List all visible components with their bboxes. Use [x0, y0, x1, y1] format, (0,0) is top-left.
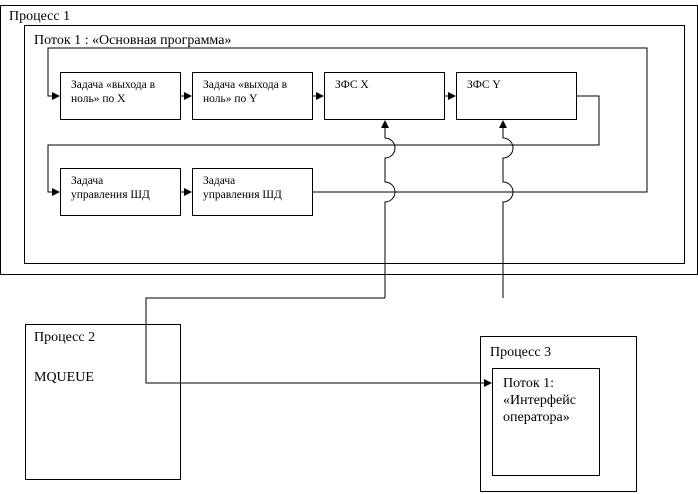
task-stepper-1-line-1: Задача	[71, 175, 104, 187]
task-stepper-1-line-2: управления ШД	[71, 189, 150, 201]
task-stepper-2-line-2: управления ШД	[203, 189, 282, 201]
process-3-thread-line-3: оператора»	[503, 410, 570, 425]
task-home-x-box: Задача «выхода в ноль» по X	[60, 72, 181, 120]
mqueue-to-zfs-x-line	[381, 120, 396, 298]
task-zfs-x-box: ЗФС X	[324, 72, 445, 120]
thread-1-frame	[24, 25, 685, 264]
process-2-frame	[25, 324, 181, 480]
task-stepper-2-box: Задача управления ШД	[192, 168, 313, 216]
task-home-y-line-2: ноль» по Y	[203, 93, 258, 105]
mqueue-bus-line	[145, 297, 492, 387]
process-3-thread-box: Поток 1: «Интерфейс оператора»	[492, 368, 600, 476]
task-home-y-line-1: Задача «выхода в	[203, 79, 288, 91]
task-zfs-y-box: ЗФС Y	[456, 72, 577, 120]
task-zfs-y-label: ЗФС Y	[467, 79, 501, 91]
task-home-x-line-1: Задача «выхода в	[71, 79, 156, 91]
task-home-x-line-2: ноль» по X	[71, 93, 126, 105]
task-zfs-x-label: ЗФС X	[335, 79, 369, 91]
process-3-title: Процесс 3	[490, 345, 552, 360]
process-2-title: Процесс 2	[34, 330, 96, 345]
process-3-thread-line-2: «Интерфейс	[503, 393, 576, 408]
process-3-frame	[480, 336, 637, 492]
process-1-title: Процесс 1	[9, 9, 71, 24]
mqueue-to-zfs-y-line	[499, 120, 514, 298]
process-3-thread-line-1: Поток 1:	[503, 376, 555, 391]
task-stepper-2-line-1: Задача	[203, 175, 236, 187]
task-home-y-box: Задача «выхода в ноль» по Y	[192, 72, 313, 120]
process-2-content: MQUEUE	[34, 370, 94, 385]
thread-1-title: Поток 1 : «Основная программа»	[34, 33, 232, 48]
task-stepper-1-box: Задача управления ШД	[60, 168, 181, 216]
arrow-zfs-y-to-stepper-1	[47, 95, 600, 196]
loop-back-arrow	[47, 47, 648, 193]
